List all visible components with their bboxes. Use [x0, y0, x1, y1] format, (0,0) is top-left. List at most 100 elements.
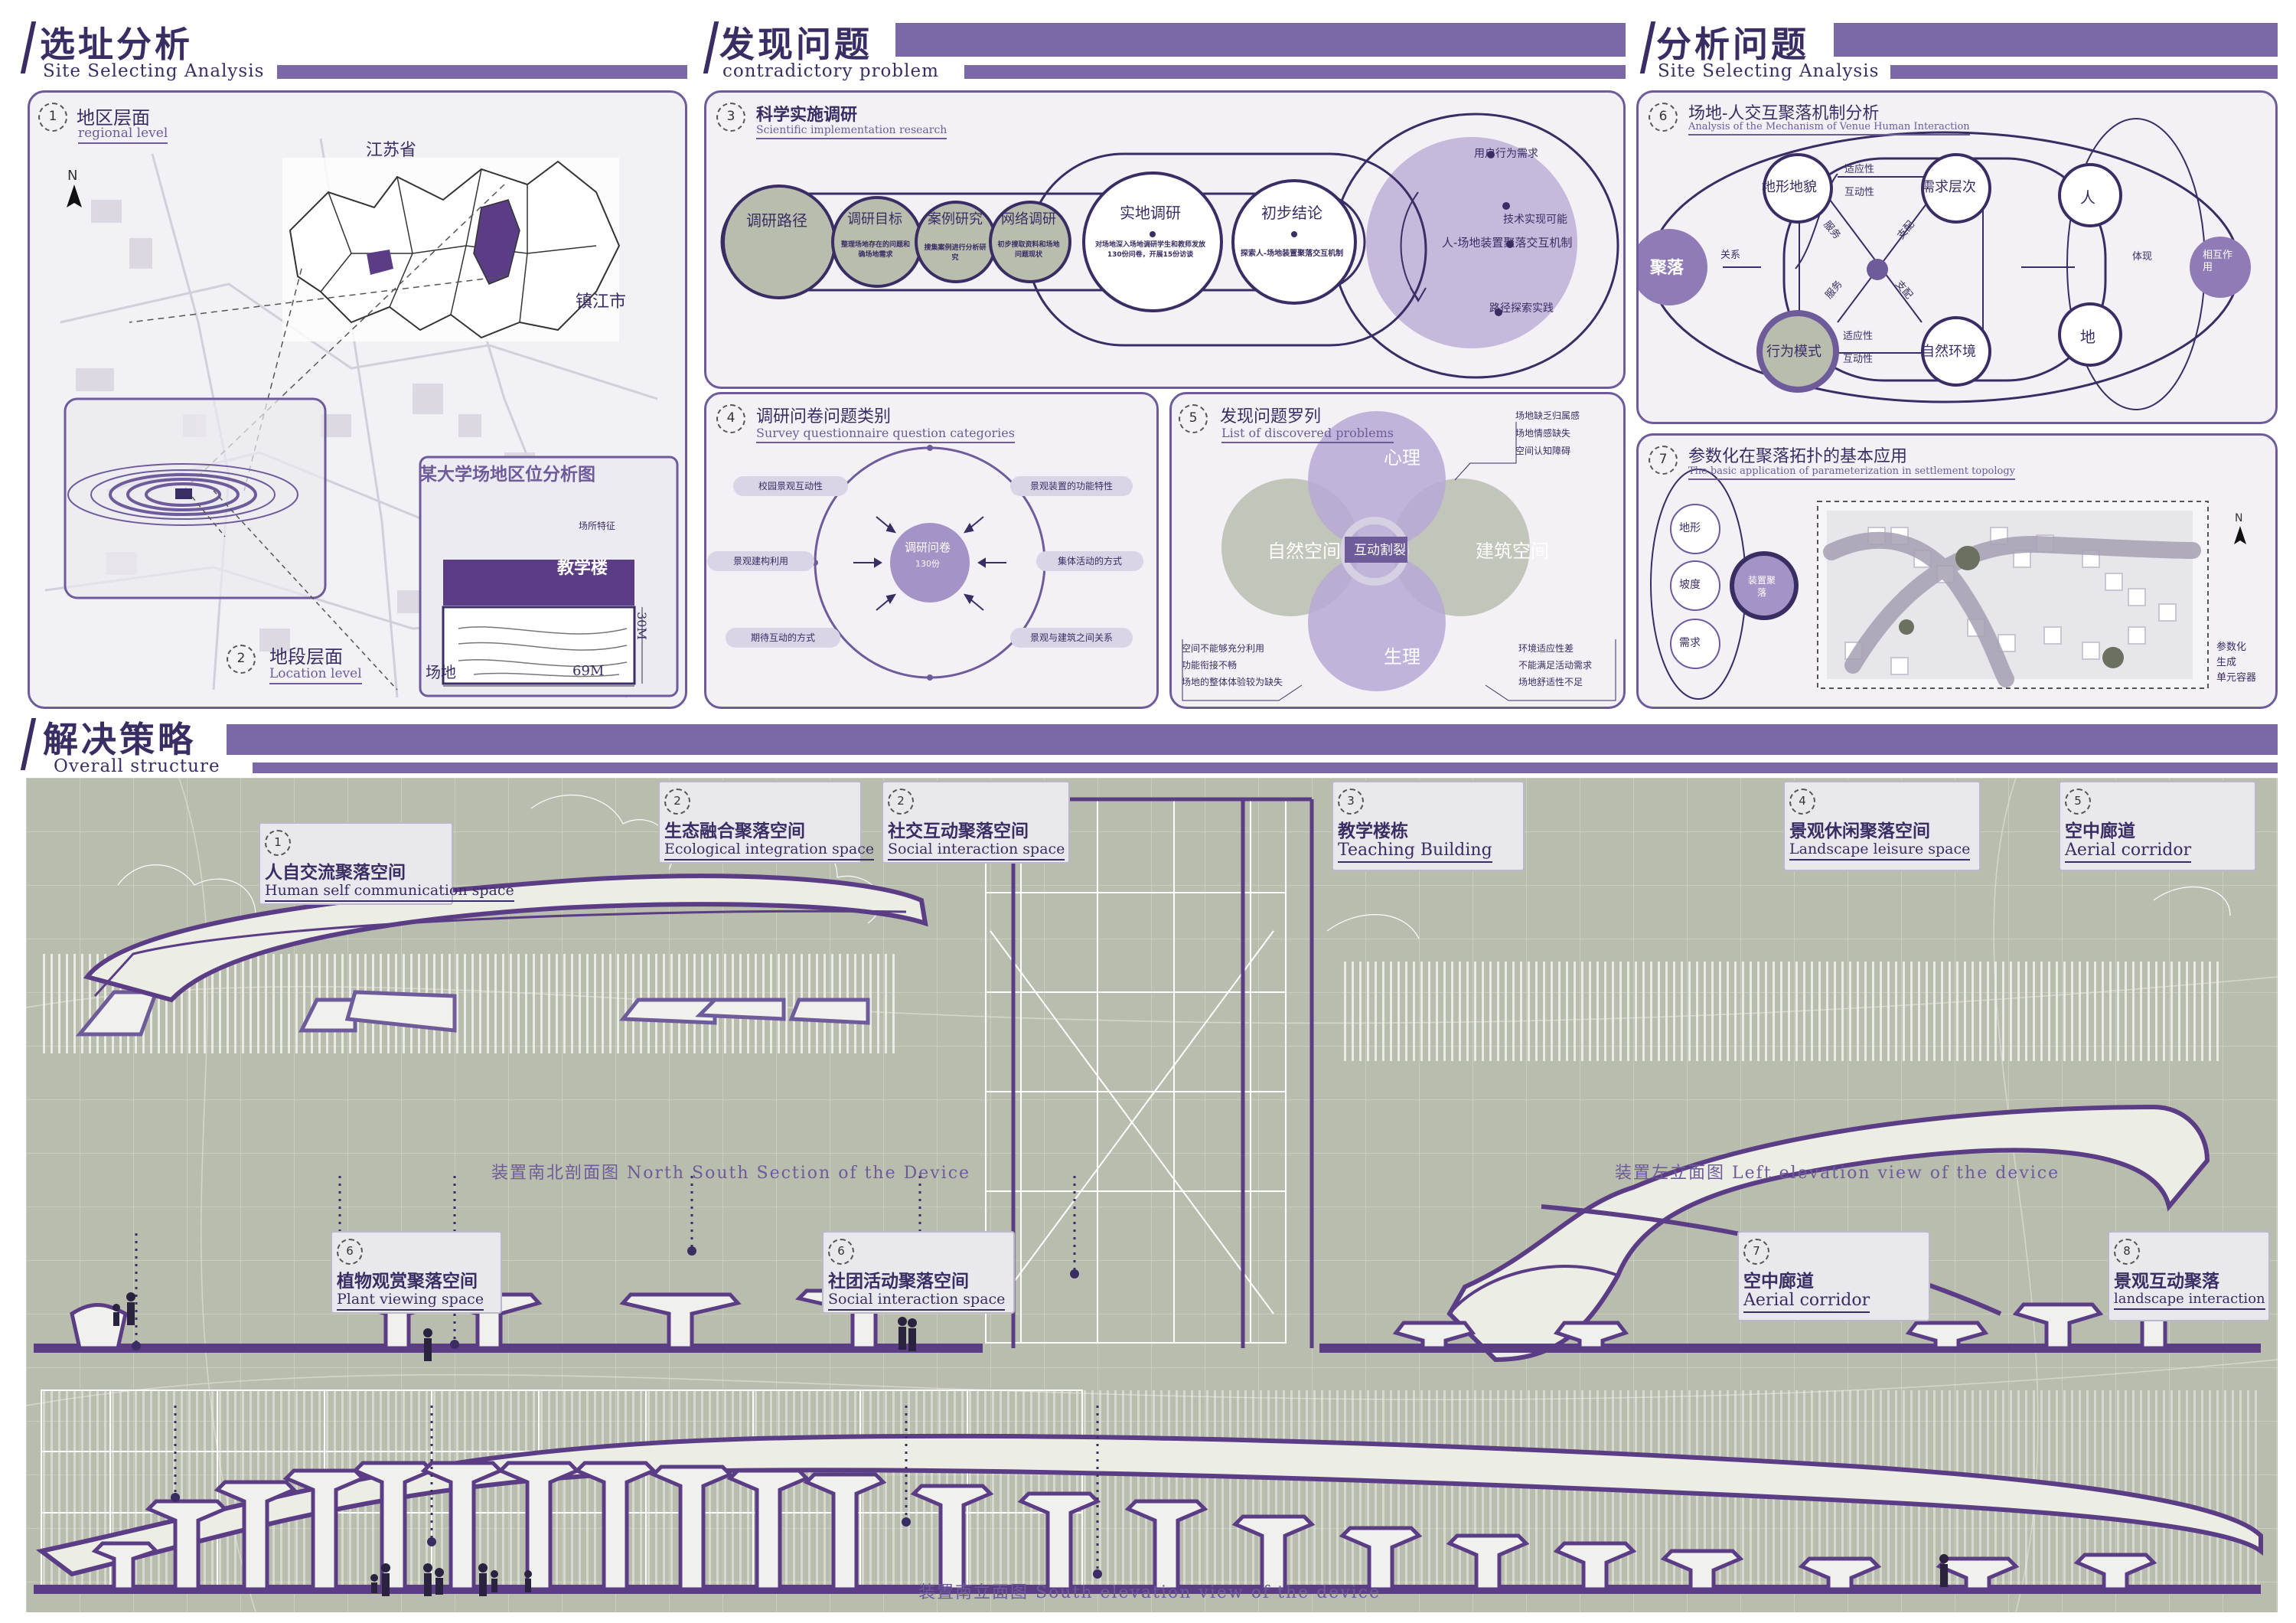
inset-site: 场地 [426, 663, 456, 681]
caption-left-elevation: 装置左立面图 Left elevation view of the device [1615, 1164, 2060, 1183]
survey-item: 景观与建筑之间关系 [1010, 628, 1133, 648]
param-title: 参数化在聚落拓扑的基本应用 [1688, 447, 1908, 466]
mech-node-dixing: 地形地貌 [1762, 179, 1817, 195]
inset-dim-height: 30M [634, 612, 649, 640]
list-left: 自然空间 [1267, 540, 1341, 562]
list-notes-tr: 场地缺乏归属感场地情感缺失空间认知障碍 [1515, 410, 1580, 456]
panel-number: 5 [1179, 404, 1208, 433]
elevation-drawing-area [26, 778, 2278, 1612]
param-item-terrain: 地形 [1679, 522, 1701, 534]
section-subtitle-strategy: Overall structure [54, 756, 220, 776]
mech-label-guanxi: 关系 [1720, 250, 1741, 261]
research-node-network-desc: 初步搜取资料和场地问题现状 [997, 241, 1060, 259]
mech-node-juluo: 聚落 [1650, 259, 1684, 278]
problem-list-panel [1169, 392, 1626, 709]
mechanism-title: 场地-人交互聚落机制分析 [1688, 104, 1880, 123]
city-label: 镇江市 [576, 292, 627, 312]
panel-number: 2 [227, 645, 256, 674]
mech-label-hudong-2: 互动性 [1843, 354, 1874, 365]
caption-ns-section: 装置南北剖面图 North South Section of the Devic… [491, 1164, 971, 1183]
research-node-conclusion-desc: 探索人-场地装置聚落交互机制 [1240, 250, 1344, 258]
header-bar [253, 763, 2278, 773]
header-bar [964, 65, 1626, 79]
list-notes-bl: 空间不能够充分利用功能衔接不畅场地的整体体验较为缺失 [1182, 643, 1283, 687]
survey-item: 集体活动的方式 [1036, 551, 1143, 571]
mechanism-panel [1636, 90, 2278, 424]
north-arrow-label: N [67, 168, 77, 184]
panel-number: 4 [716, 404, 745, 433]
list-notes-br: 环境适应性差不能满足活动需求场地舒适性不足 [1518, 643, 1593, 687]
research-node-network: 网络调研 [1001, 211, 1056, 227]
param-item-slope: 坡度 [1679, 579, 1701, 591]
research-subtitle: Scientific implementation research [756, 124, 947, 139]
header-bar [895, 23, 1626, 57]
regional-subtitle: regional level [78, 126, 168, 144]
mech-label-tixian: 体现 [2132, 251, 2153, 263]
research-node-field: 实地调研 [1120, 204, 1181, 222]
section-subtitle-analysis: Site Selecting Analysis [1658, 61, 1880, 81]
list-top: 心理 [1384, 447, 1420, 469]
mech-node-ziran: 自然环境 [1921, 344, 1976, 360]
research-big-b: 技术实现可能 [1503, 214, 1567, 226]
panel-number: 3 [716, 103, 745, 132]
header-slash [703, 21, 719, 73]
mech-label-shiying-2: 适应性 [1843, 331, 1874, 342]
panel-number: 6 [1649, 103, 1678, 132]
research-node-path: 调研路径 [746, 211, 807, 230]
mech-node-xianghu: 相互作用 [2203, 250, 2233, 273]
inset-dim-width: 69M [572, 663, 605, 679]
list-bottom: 生理 [1384, 646, 1420, 668]
research-node-case-desc: 搜集案例进行分析研究 [924, 244, 987, 262]
research-panel [704, 90, 1626, 389]
research-node-conclusion: 初步结论 [1261, 204, 1322, 222]
list-subtitle: List of discovered problems [1221, 426, 1394, 443]
province-label: 江苏省 [366, 141, 417, 160]
header-slash [1639, 21, 1656, 73]
section-subtitle-site: Site Selecting Analysis [43, 61, 265, 81]
mech-node-xingwei: 行为模式 [1766, 344, 1821, 360]
research-node-goal: 调研目标 [847, 211, 902, 227]
research-big-d: 路径探索实践 [1489, 302, 1554, 315]
panel-number: 7 [1649, 446, 1678, 475]
survey-item: 期待互动的方式 [726, 628, 840, 648]
param-note: 参数化生成单元容器 [2216, 642, 2257, 684]
param-item-demand: 需求 [1679, 637, 1701, 649]
site-analysis-panel: N [28, 90, 687, 709]
regional-title: 地区层面 [77, 107, 150, 129]
survey-subtitle: Survey questionnaire question categories [756, 426, 1015, 443]
header-bar [1890, 65, 2278, 79]
research-big-c: 人-场地装置聚落交互机制 [1442, 236, 1573, 250]
panel-number: 1 [38, 103, 67, 132]
survey-item: 校园景观互动性 [733, 476, 848, 496]
location-title: 地段层面 [269, 646, 343, 668]
survey-item: 景观装置的功能特性 [1010, 476, 1133, 496]
section-title-site: 选址分析 [40, 24, 193, 65]
header-bar [1834, 23, 2278, 57]
inset-title: 某大学场地区位分析图 [419, 464, 595, 485]
research-title: 科学实施调研 [756, 105, 858, 125]
mech-node-di: 地 [2080, 328, 2095, 346]
survey-item: 景观建构利用 [707, 551, 814, 571]
section-title-strategy: 解决策略 [43, 719, 196, 760]
svg-text:N: N [2235, 512, 2242, 524]
survey-panel [704, 392, 1159, 709]
research-big-a: 用户行为需求 [1474, 148, 1538, 160]
mech-label-hudong: 互动性 [1844, 187, 1875, 198]
param-center: 装置聚落 [1748, 575, 1776, 598]
research-node-case: 案例研究 [928, 211, 983, 227]
mech-node-xuqiu: 需求层次 [1921, 179, 1976, 195]
research-node-goal-desc: 整理场地存在的问题和确场地需求 [840, 241, 910, 259]
survey-center: 调研问卷 [904, 540, 951, 554]
header-slash [20, 21, 37, 73]
survey-title: 调研问卷问题类别 [756, 407, 892, 426]
section-subtitle-problem: contradictory problem [722, 61, 939, 81]
list-right: 建筑空间 [1476, 540, 1549, 562]
research-node-field-desc: 对场地深入场地调研学生和教师发放130份问卷，开展15份访谈 [1094, 241, 1205, 259]
